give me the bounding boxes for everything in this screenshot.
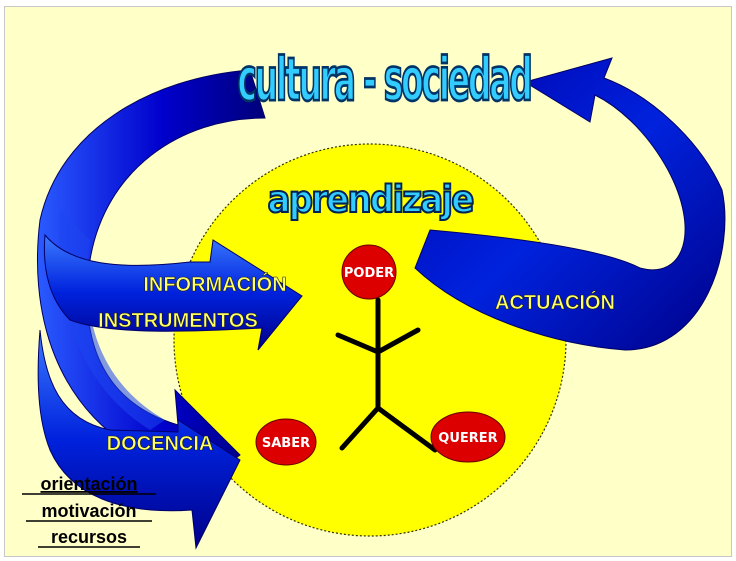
- title-wordart: cultura - sociedad: [237, 46, 530, 115]
- node-querer-label: QUERER: [438, 431, 497, 446]
- label-actuacion: ACTUACIÓN: [495, 290, 615, 314]
- node-saber-label: SABER: [262, 436, 310, 451]
- node-saber: SABER: [255, 418, 317, 466]
- node-poder: PODER: [341, 244, 397, 300]
- action-arrow: [414, 57, 726, 351]
- stick-figure: [335, 297, 438, 453]
- note-motivacion: motivación: [41, 501, 136, 521]
- note-orientacion: orientación: [40, 474, 137, 494]
- label-informacion: INFORMACIÓN: [143, 272, 286, 296]
- label-instrumentos: INSTRUMENTOS: [98, 310, 258, 332]
- subtitle-wordart: aprendizaje: [267, 178, 473, 221]
- info-arrow: [43, 233, 303, 351]
- label-docencia: DOCENCIA: [107, 433, 214, 455]
- teaching-arrow: [37, 329, 241, 550]
- node-querer: QUERER: [430, 411, 506, 463]
- node-poder-label: PODER: [344, 266, 394, 281]
- note-recursos: recursos: [51, 527, 127, 547]
- notes-list: orientación motivación recursos: [22, 474, 156, 548]
